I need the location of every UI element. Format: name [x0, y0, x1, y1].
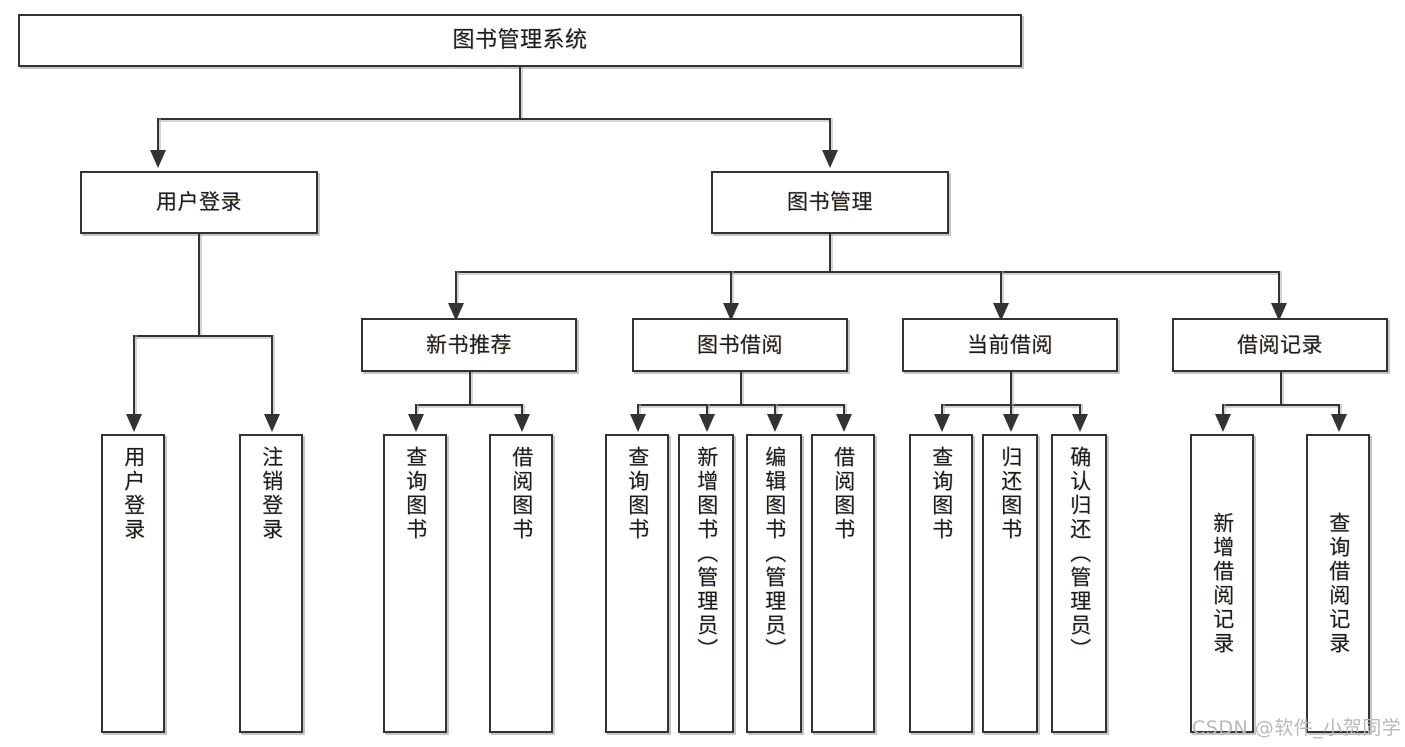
connector-borrow-record-stem — [1280, 372, 1282, 404]
arrowhead-leaf-query-book-1 — [408, 414, 424, 432]
connector-new-book-recommend-stem — [469, 372, 471, 404]
connector-level3-bus — [455, 271, 1280, 273]
node-label: 新增图书（管理员） — [694, 446, 719, 662]
arrowhead-leaf-borrow-book-2 — [836, 414, 852, 432]
arrowhead-current-borrow — [993, 303, 1009, 321]
connector-drop-leaf-borrow-book-2 — [843, 404, 845, 418]
leaf-edit-book[interactable]: 编辑图书（管理员） — [746, 434, 802, 733]
connector-drop-leaf-return-book — [1010, 404, 1012, 418]
node-label: 借阅记录 — [1237, 332, 1323, 357]
arrowhead-leaf-confirm-return — [1072, 414, 1088, 432]
node-label: 归还图书 — [998, 446, 1023, 542]
leaf-borrow-book[interactable]: 借阅图书 — [811, 434, 875, 733]
node-label: 图书管理系统 — [452, 27, 588, 53]
arrowhead-new-book-recommend — [448, 303, 464, 321]
node-label: 注销登录 — [259, 446, 284, 542]
arrowhead-borrow-record — [1271, 303, 1287, 321]
connector-drop-leaf-borrow-book-1 — [521, 404, 523, 418]
arrowhead-leaf-edit-book — [767, 414, 783, 432]
node-label: 编辑图书（管理员） — [762, 446, 787, 662]
connector-drop-leaf-query-book-2 — [637, 404, 639, 418]
node-user-login[interactable]: 用户登录 — [80, 171, 318, 234]
node-label: 查询图书 — [625, 446, 650, 542]
node-label: 借阅图书 — [831, 446, 856, 542]
connector-drop-leaf-logout — [271, 335, 273, 418]
leaf-logout[interactable]: 注销登录 — [239, 434, 303, 733]
arrowhead-book-borrow — [723, 303, 739, 321]
connector-book-borrow-stem — [740, 372, 742, 404]
node-label: 用户登录 — [121, 446, 146, 542]
node-label: 新书推荐 — [426, 332, 512, 357]
arrowhead-leaf-logout — [264, 414, 280, 432]
arrowhead-leaf-add-book — [699, 414, 715, 432]
node-book-management[interactable]: 图书管理 — [711, 171, 949, 234]
arrowhead-leaf-query-record — [1331, 414, 1347, 432]
leaf-query-book-recommend[interactable]: 查询图书 — [383, 434, 447, 733]
node-book-borrow[interactable]: 图书借阅 — [632, 318, 848, 372]
arrowhead-leaf-user-login — [126, 414, 142, 432]
node-label: 用户登录 — [156, 190, 242, 215]
arrowhead-leaf-add-record — [1215, 414, 1231, 432]
node-label: 当前借阅 — [967, 332, 1053, 357]
leaf-query-book-current[interactable]: 查询图书 — [909, 434, 973, 733]
node-label: 查询借阅记录 — [1326, 511, 1351, 656]
arrowhead-leaf-query-book-2 — [630, 414, 646, 432]
connector-drop-leaf-user-login — [133, 335, 135, 418]
node-label: 查询图书 — [403, 446, 428, 542]
connector-borrow-record-bus — [1222, 404, 1340, 406]
watermark-text: CSDN @软件_小贺同学 — [1192, 717, 1402, 739]
leaf-query-book-borrow[interactable]: 查询图书 — [605, 434, 669, 733]
node-label: 新增借阅记录 — [1210, 511, 1235, 656]
leaf-return-book[interactable]: 归还图书 — [982, 434, 1038, 733]
connector-drop-leaf-confirm-return — [1079, 404, 1081, 418]
leaf-user-login[interactable]: 用户登录 — [101, 434, 165, 733]
arrowhead-leaf-query-book-3 — [934, 414, 950, 432]
node-borrow-record[interactable]: 借阅记录 — [1172, 318, 1388, 372]
leaf-add-record[interactable]: 新增借阅记录 — [1190, 434, 1254, 733]
node-label: 确认归还（管理员） — [1067, 446, 1092, 662]
connector-drop-leaf-add-record — [1222, 404, 1224, 418]
node-label: 图书借阅 — [697, 332, 783, 357]
connector-drop-user-login — [157, 118, 159, 154]
connector-drop-leaf-edit-book — [774, 404, 776, 418]
connector-drop-new-book-recommend — [455, 271, 457, 307]
arrowhead-user-login — [150, 150, 166, 168]
connector-level2-bus — [157, 118, 831, 120]
leaf-confirm-return[interactable]: 确认归还（管理员） — [1051, 434, 1107, 733]
node-current-borrow[interactable]: 当前借阅 — [902, 318, 1118, 372]
node-label: 借阅图书 — [509, 446, 534, 542]
leaf-borrow-book-recommend[interactable]: 借阅图书 — [489, 434, 553, 733]
connector-root-stem — [519, 67, 521, 118]
connector-drop-leaf-add-book — [706, 404, 708, 418]
connector-drop-leaf-query-book-1 — [415, 404, 417, 418]
connector-book-borrow-bus — [637, 404, 845, 406]
connector-new-book-recommend-bus — [415, 404, 523, 406]
node-root-system[interactable]: 图书管理系统 — [18, 14, 1022, 67]
connector-user-login-stem — [198, 234, 200, 335]
connector-current-borrow-stem — [1010, 372, 1012, 404]
leaf-add-book[interactable]: 新增图书（管理员） — [678, 434, 734, 733]
node-label: 图书管理 — [787, 190, 873, 215]
leaf-query-record[interactable]: 查询借阅记录 — [1306, 434, 1370, 733]
connector-drop-current-borrow — [1000, 271, 1002, 307]
connector-drop-book-management — [829, 118, 831, 154]
connector-drop-leaf-query-book-3 — [941, 404, 943, 418]
arrowhead-leaf-borrow-book-1 — [514, 414, 530, 432]
arrowhead-book-management — [822, 150, 838, 168]
arrowhead-leaf-return-book — [1003, 414, 1019, 432]
connector-drop-leaf-query-record — [1338, 404, 1340, 418]
connector-user-login-bus — [133, 335, 273, 337]
connector-drop-borrow-record — [1278, 271, 1280, 307]
node-new-book-recommend[interactable]: 新书推荐 — [361, 318, 577, 372]
connector-drop-book-borrow — [730, 271, 732, 307]
node-label: 查询图书 — [929, 446, 954, 542]
connector-book-management-stem — [829, 234, 831, 271]
